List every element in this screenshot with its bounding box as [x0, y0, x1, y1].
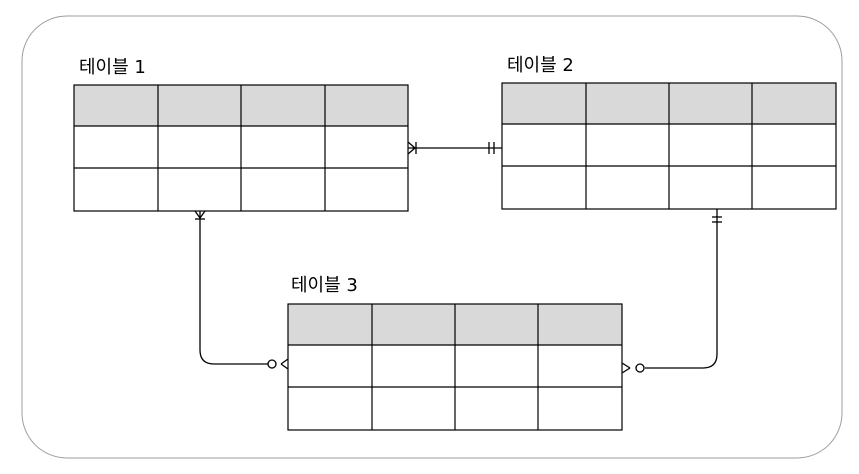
diagram-frame [21, 15, 843, 459]
one-and-only-one-icon [488, 142, 495, 154]
one-and-only-one-icon [712, 216, 722, 223]
zero-or-many-icon [621, 362, 645, 374]
connector-line [645, 209, 718, 369]
connector-line [199, 211, 268, 365]
crows-foot-many-icon [407, 141, 417, 155]
zero-or-many-icon [267, 358, 289, 370]
table-3[interactable] [287, 303, 623, 431]
relationship-table2-table3[interactable] [621, 209, 722, 374]
relationship-table1-table3[interactable] [194, 210, 289, 370]
table-3-title: 테이블 3 [291, 275, 358, 296]
crows-foot-many-icon [194, 210, 206, 220]
table-2-title: 테이블 2 [507, 55, 574, 76]
table-1-title: 테이블 1 [79, 57, 146, 78]
table-1[interactable] [73, 84, 409, 212]
table-2[interactable] [501, 82, 837, 210]
relationship-table1-table2[interactable] [407, 141, 502, 155]
